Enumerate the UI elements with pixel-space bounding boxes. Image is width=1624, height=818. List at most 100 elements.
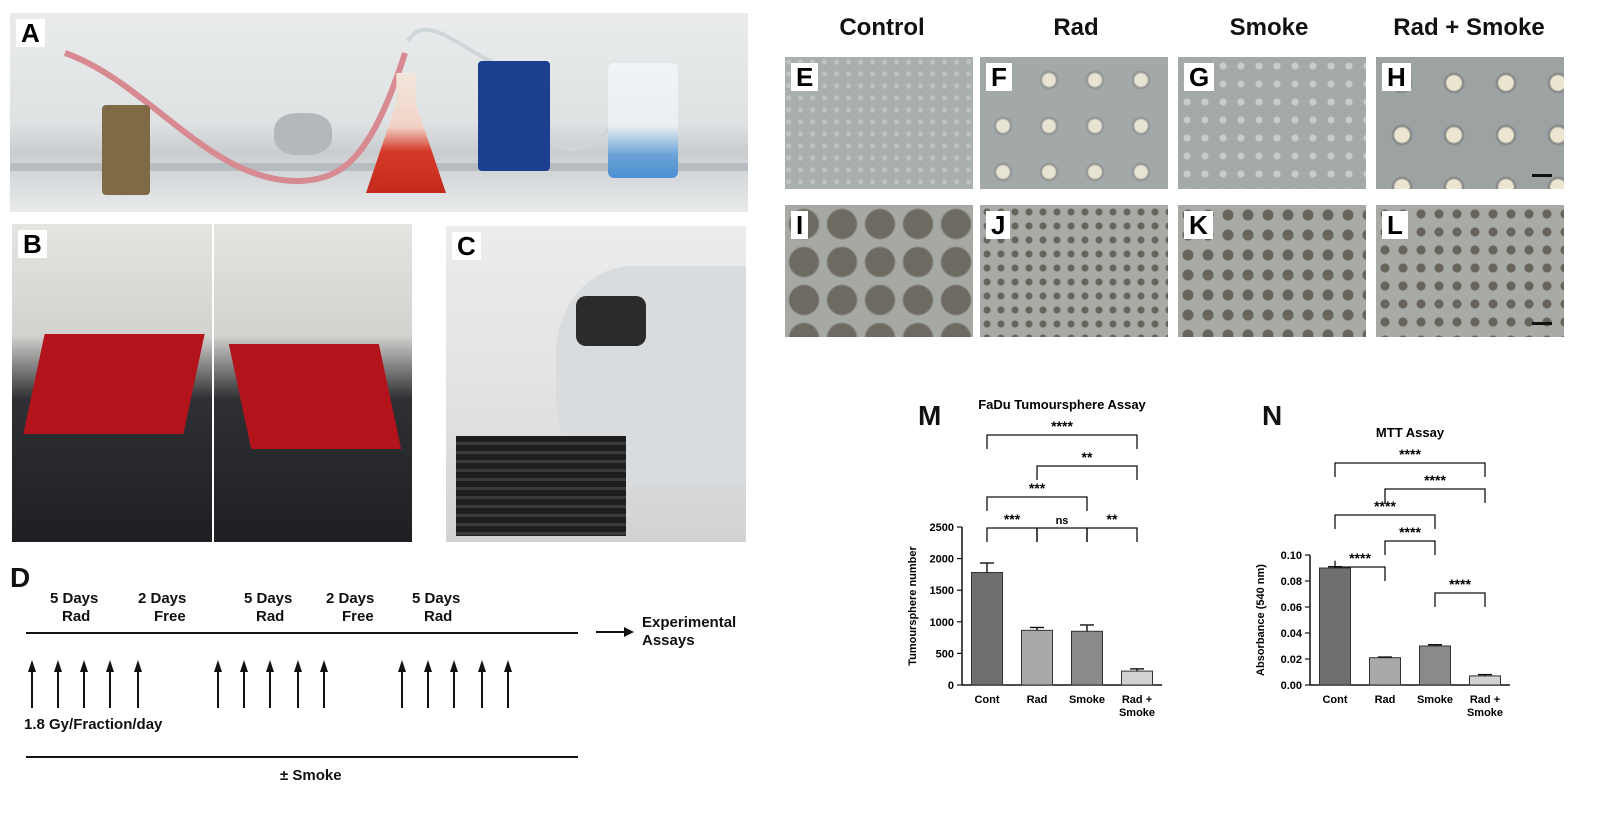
micrograph-control-monolayer: E	[785, 57, 973, 189]
significance-bracket	[1086, 527, 1138, 542]
smoke-label: ± Smoke	[280, 767, 342, 784]
panel-label: I	[791, 211, 809, 239]
timeline-block-4-line1: 2 Days	[326, 590, 375, 607]
significance-label: ***	[1004, 511, 1021, 527]
assays-line2: Assays	[642, 632, 695, 649]
photo-smoke-setup: A	[10, 13, 748, 212]
significance-bracket	[986, 434, 1138, 449]
significance-bracket	[1384, 488, 1486, 503]
timeline-block-3-line1: 5 Days	[244, 590, 293, 607]
y-tick-label: 0.02	[1281, 654, 1302, 666]
column-header-smoke: Smoke	[1229, 14, 1309, 41]
smoke-line	[26, 756, 578, 758]
micrograph-rad-monolayer: F	[980, 57, 1168, 189]
y-tick-label: 0.08	[1281, 576, 1302, 588]
significance-label: ***	[1029, 480, 1046, 496]
x-tick-label: Rad	[1375, 694, 1396, 706]
x-tick-label: Smoke	[1417, 694, 1453, 706]
timeline-block-3-line2: Rad	[256, 608, 285, 625]
column-header-control: Control	[839, 14, 925, 41]
blue-container	[478, 61, 550, 171]
assays-line1: Experimental	[642, 614, 737, 631]
significance-label: ****	[1374, 498, 1396, 514]
jar	[102, 105, 150, 195]
y-tick-label: 2000	[930, 554, 954, 566]
chart-title: FaDu Tumoursphere Assay	[978, 397, 1146, 412]
y-tick-label: 1500	[930, 585, 954, 597]
timeline-block-1-line1: 5 Days	[50, 590, 99, 607]
panel-label: K	[1184, 211, 1213, 239]
timeline-diagram: D 5 Days Rad 2 Days Free 5 Days Rad 2 Da…	[10, 560, 770, 810]
gantry-head	[576, 296, 646, 346]
photo-linear-accelerator: C	[446, 226, 746, 542]
fraction-arrow-head	[424, 660, 432, 672]
micrograph-control-spheres: I	[785, 205, 973, 337]
micrograph-smoke-spheres: K	[1178, 205, 1366, 337]
bar	[1021, 629, 1053, 686]
significance-bracket	[1334, 462, 1486, 477]
y-axis-label: Tumoursphere number	[907, 545, 919, 665]
bar	[1319, 567, 1351, 686]
fraction-arrow-head	[266, 660, 274, 672]
timeline-arrow	[596, 627, 634, 637]
significance-label: ****	[1449, 576, 1471, 592]
significance-bracket	[1334, 560, 1386, 581]
micrograph-rad-smoke-spheres: L	[1376, 205, 1564, 337]
panel-label-m: M	[918, 400, 942, 431]
panel-label: E	[791, 63, 819, 91]
panel-label: C	[452, 232, 481, 260]
micrograph-smoke-monolayer: G	[1178, 57, 1366, 189]
y-tick-label: 0.04	[1281, 628, 1303, 640]
red-block-left	[23, 334, 205, 434]
fraction-arrow-head	[134, 660, 142, 672]
photo-divider	[212, 224, 214, 542]
significance-bracket	[986, 527, 1038, 542]
significance-bracket	[986, 496, 1088, 511]
panel-label: H	[1382, 63, 1411, 91]
fraction-arrows	[28, 660, 512, 708]
timeline-block-5-line2: Rad	[424, 608, 453, 625]
timeline-block-2-line1: 2 Days	[138, 590, 187, 607]
significance-label: ns	[1056, 515, 1069, 527]
fraction-arrow-head	[106, 660, 114, 672]
y-tick-label: 2500	[930, 522, 954, 534]
fraction-arrow-head	[398, 660, 406, 672]
fraction-arrow-head	[320, 660, 328, 672]
significance-bracket	[1384, 540, 1436, 555]
fraction-arrow-head	[54, 660, 62, 672]
timeline-main-line	[26, 632, 578, 634]
fraction-arrow-head	[214, 660, 222, 672]
fraction-arrow-head	[28, 660, 36, 672]
panel-label: J	[986, 211, 1011, 239]
panel-label: A	[16, 19, 45, 47]
significance-bracket	[1036, 527, 1088, 542]
chart-tumoursphere: FaDu Tumoursphere Assay05001000150020002…	[907, 397, 1162, 719]
fraction-arrow-head	[240, 660, 248, 672]
x-tick-label: Cont	[1322, 694, 1347, 706]
bar	[1469, 675, 1501, 686]
y-tick-label: 1000	[930, 617, 954, 629]
fraction-arrow-head	[504, 660, 512, 672]
significance-label: ****	[1424, 472, 1446, 488]
y-tick-label: 0.10	[1281, 550, 1302, 562]
panel-label-n: N	[1262, 400, 1283, 431]
chart-mtt: MTT Assay0.000.020.040.060.080.10Absorba…	[1255, 425, 1510, 719]
fraction-arrow-head	[478, 660, 486, 672]
significance-bracket	[1434, 592, 1486, 607]
couch	[456, 436, 626, 536]
panel-label: F	[986, 63, 1012, 91]
significance-bracket	[1334, 514, 1436, 529]
significance-bracket	[1036, 465, 1138, 480]
significance-label: ****	[1399, 446, 1421, 462]
dose-label: 1.8 Gy/Fraction/day	[24, 716, 163, 733]
bar	[1121, 670, 1153, 686]
panel-label: L	[1382, 211, 1408, 239]
y-tick-label: 0.00	[1281, 680, 1302, 692]
panel-label: D	[10, 562, 31, 593]
trap-bottle	[608, 63, 678, 178]
y-axis-label: Absorbance (540 nm)	[1255, 564, 1267, 676]
bar	[1419, 645, 1451, 686]
y-tick-label: 0	[948, 680, 954, 692]
timeline-block-2-line2: Free	[154, 608, 186, 625]
fraction-arrow-head	[294, 660, 302, 672]
